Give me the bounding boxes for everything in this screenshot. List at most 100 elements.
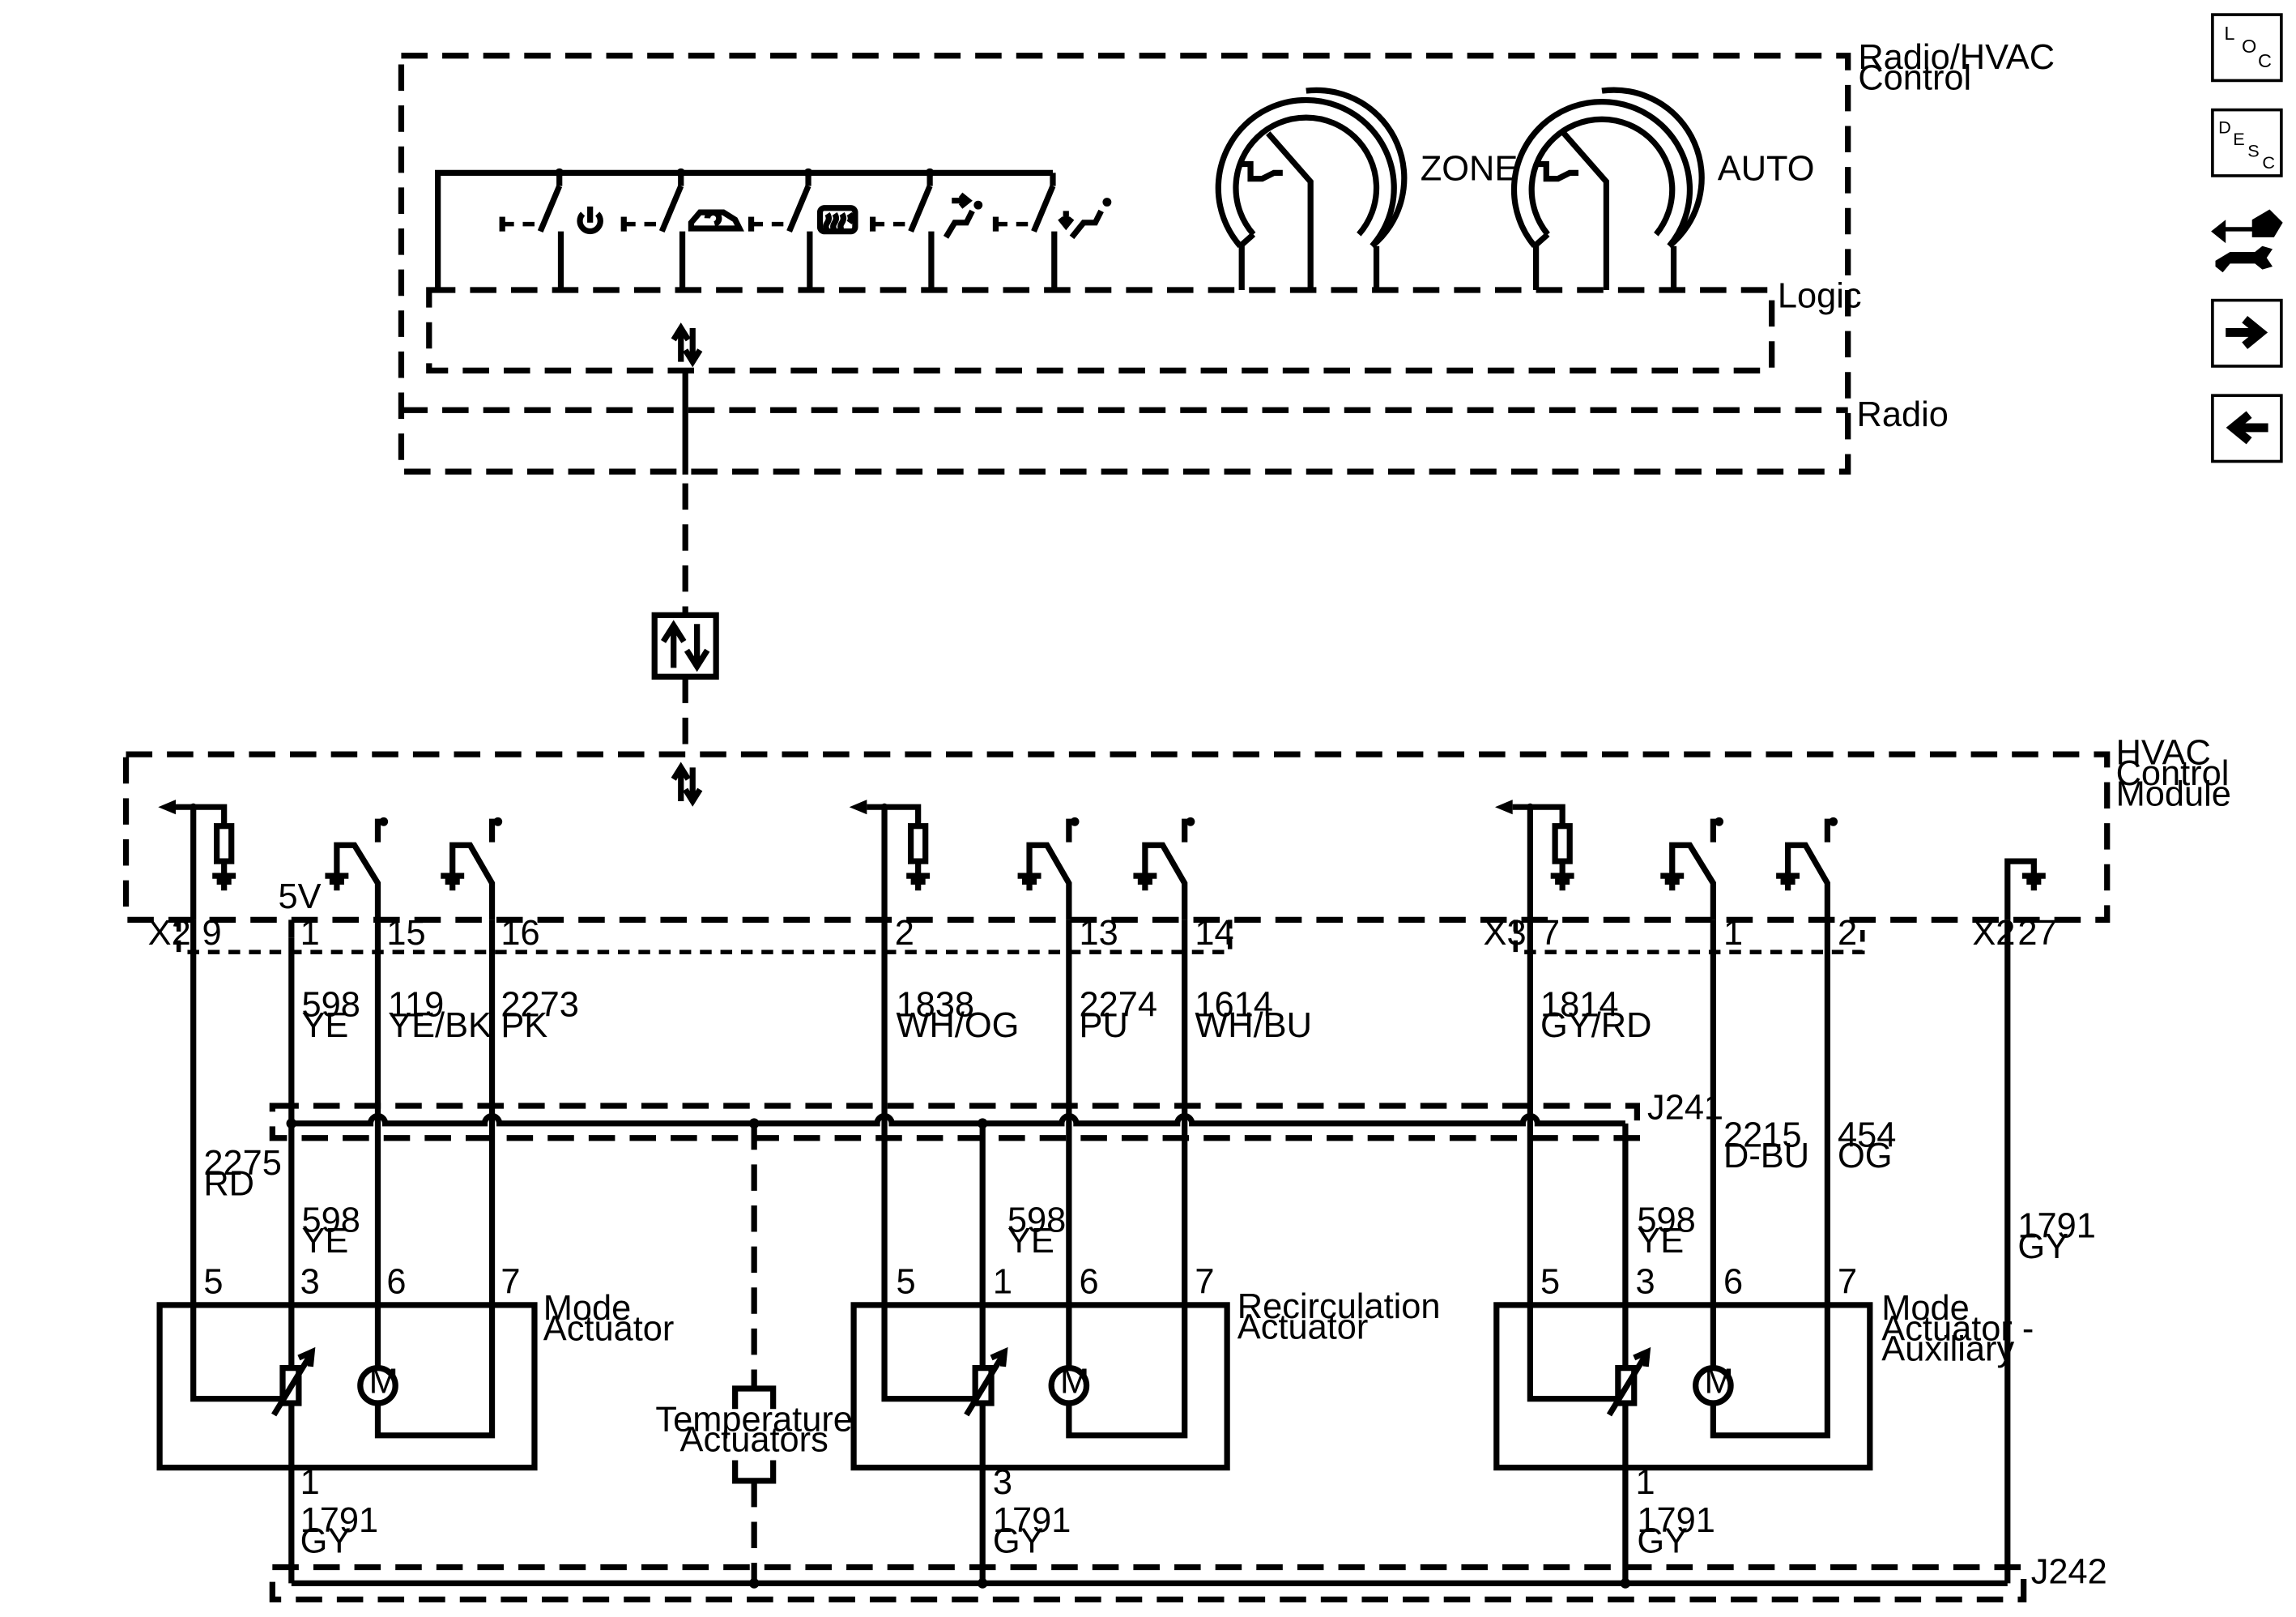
radio-label: Radio: [1857, 395, 1949, 434]
module-pin: 2: [1838, 914, 1857, 953]
actuator-pin: 5: [203, 1262, 223, 1301]
motor-symbol: M: [369, 1362, 398, 1401]
wire-number: 598: [301, 1201, 360, 1240]
location-button[interactable]: L O C: [2211, 13, 2283, 83]
zone-knob: ZONE: [1215, 87, 1518, 290]
hvac-module-label-2: Control: [2116, 754, 2230, 793]
wire-number: 598: [1007, 1201, 1066, 1240]
temperature-actuators: Temperature Actuators: [655, 1385, 853, 1484]
wire-number: 2215: [1723, 1116, 1802, 1155]
module-data-arrows-icon: [671, 762, 703, 807]
auto-label: AUTO: [1718, 149, 1815, 188]
wire-number: 119: [388, 986, 444, 1025]
connector-x2-label: X2: [148, 914, 191, 953]
wiring: J241 J242: [190, 919, 2107, 1602]
vent-mode-icon: [943, 192, 983, 239]
module-pin: 14: [1195, 914, 1233, 953]
wire-number: 454: [1838, 1116, 1896, 1155]
radio-hvac-label: Radio/HVAC: [1858, 38, 2055, 77]
previous-button[interactable]: [2211, 394, 2283, 463]
rear-defrost-icon: [816, 205, 858, 235]
vent-mode-switch: [869, 168, 983, 290]
j242-label: J242: [2031, 1552, 2107, 1591]
temperature-actuators-label-2: Actuators: [680, 1421, 829, 1460]
actuator-pin: 3: [300, 1262, 320, 1301]
temperature-actuators-label: Temperature: [655, 1400, 853, 1439]
radio-hvac-control: Radio/HVAC Control Logic Radio: [398, 38, 2055, 475]
zone-label: ZONE: [1421, 149, 1518, 188]
next-button[interactable]: [2211, 298, 2283, 368]
recirculation-actuator-label: Recirculation: [1237, 1287, 1441, 1326]
serial-data-icon: [651, 612, 719, 680]
wire-number: 1791: [993, 1501, 1071, 1540]
floor-mode-switch: [992, 173, 1112, 290]
aux-actuator-label: Mode: [1881, 1289, 1970, 1328]
motor-symbol: M: [1060, 1362, 1089, 1401]
rear-defrost-switch: [748, 168, 858, 290]
desc-letter: D: [2218, 117, 2231, 138]
aux-actuator-label-3: Auxiliary: [1881, 1330, 2014, 1369]
wire-color: GY: [1637, 1521, 1688, 1560]
module-pin: 2: [895, 914, 914, 953]
actuator-pin: 5: [897, 1262, 916, 1301]
wire-color: YE/BK: [388, 1006, 492, 1045]
wire-color: D-BU: [1723, 1137, 1809, 1175]
data-arrows-icon: [671, 322, 703, 368]
wire-color: YE: [301, 1006, 348, 1045]
mode-actuator-auxiliary: Mode Actuator - Auxiliary 5 3 6 7 1 M: [1493, 1262, 2034, 1502]
nav-panel: L O C D E S C: [2208, 13, 2289, 463]
module-pin: 13: [1080, 914, 1118, 953]
module-pin: 1: [1723, 914, 1743, 953]
actuator-pin: 6: [1080, 1262, 1099, 1301]
connector-wrench-button[interactable]: [2208, 202, 2289, 279]
actuator-pin: 1: [993, 1262, 1012, 1301]
actuator-pin: 3: [1636, 1262, 1655, 1301]
connector-x3-label: X3: [1484, 914, 1527, 953]
module-circuit-2: [849, 800, 1195, 920]
wire-number: 2273: [501, 986, 579, 1025]
radio-hvac-label-2: Control: [1858, 58, 1971, 97]
actuator-pin: 7: [1838, 1262, 1857, 1301]
wire-color: GY: [2017, 1227, 2068, 1266]
logic-label: Logic: [1778, 277, 1862, 316]
connector-wrench-icon: [2211, 209, 2283, 273]
arrow-right-icon: [2226, 315, 2268, 349]
hvac-control-module: HVAC Control Module: [122, 734, 2231, 954]
mode-actuator-label-2: Actuator: [543, 1309, 675, 1348]
module-pin: 1: [300, 914, 320, 953]
mode-actuator-label: Mode: [543, 1289, 632, 1328]
wire-color: GY/RD: [1540, 1006, 1651, 1045]
splice-j241: [269, 1103, 1640, 1141]
wire-color: PK: [501, 1006, 547, 1045]
actuator-pin: 1: [1636, 1463, 1655, 1502]
aux-actuator-label-2: Actuator -: [1881, 1309, 2034, 1348]
serial-data-link: [651, 370, 719, 755]
actuator-pin: 1: [300, 1463, 320, 1502]
floor-mode-icon: [1058, 198, 1112, 240]
wire-number: 1791: [300, 1501, 379, 1540]
wire-number: 2275: [203, 1144, 282, 1183]
recirculation-actuator-label-2: Actuator: [1237, 1308, 1369, 1346]
actuator-pin: 6: [1723, 1262, 1743, 1301]
actuator-pin: 5: [1540, 1262, 1560, 1301]
loc-letter: C: [2258, 50, 2272, 71]
loc-letter: O: [2242, 36, 2256, 57]
motor-symbol: M: [1705, 1362, 1734, 1401]
auto-knob: AUTO: [1510, 87, 1815, 290]
wire-color: RD: [203, 1164, 254, 1203]
module-pin: 9: [202, 914, 222, 953]
module-pin: 7: [1540, 914, 1560, 953]
power-switch: [499, 168, 603, 290]
actuator-pin: 3: [993, 1463, 1012, 1502]
mode-actuator: Mode Actuator 5 3 6 7 1 M: [156, 1262, 675, 1502]
wire-color: YE: [301, 1222, 348, 1261]
hvac-module-label: HVAC: [2116, 734, 2211, 773]
description-button[interactable]: D E S C: [2211, 108, 2283, 177]
desc-letter: E: [2233, 129, 2244, 149]
actuator-pin: 6: [386, 1262, 406, 1301]
wire-number: 1614: [1195, 986, 1273, 1025]
loc-letter: L: [2224, 23, 2234, 44]
wire-number: 598: [301, 986, 360, 1025]
splice-j242: [269, 1564, 2027, 1602]
